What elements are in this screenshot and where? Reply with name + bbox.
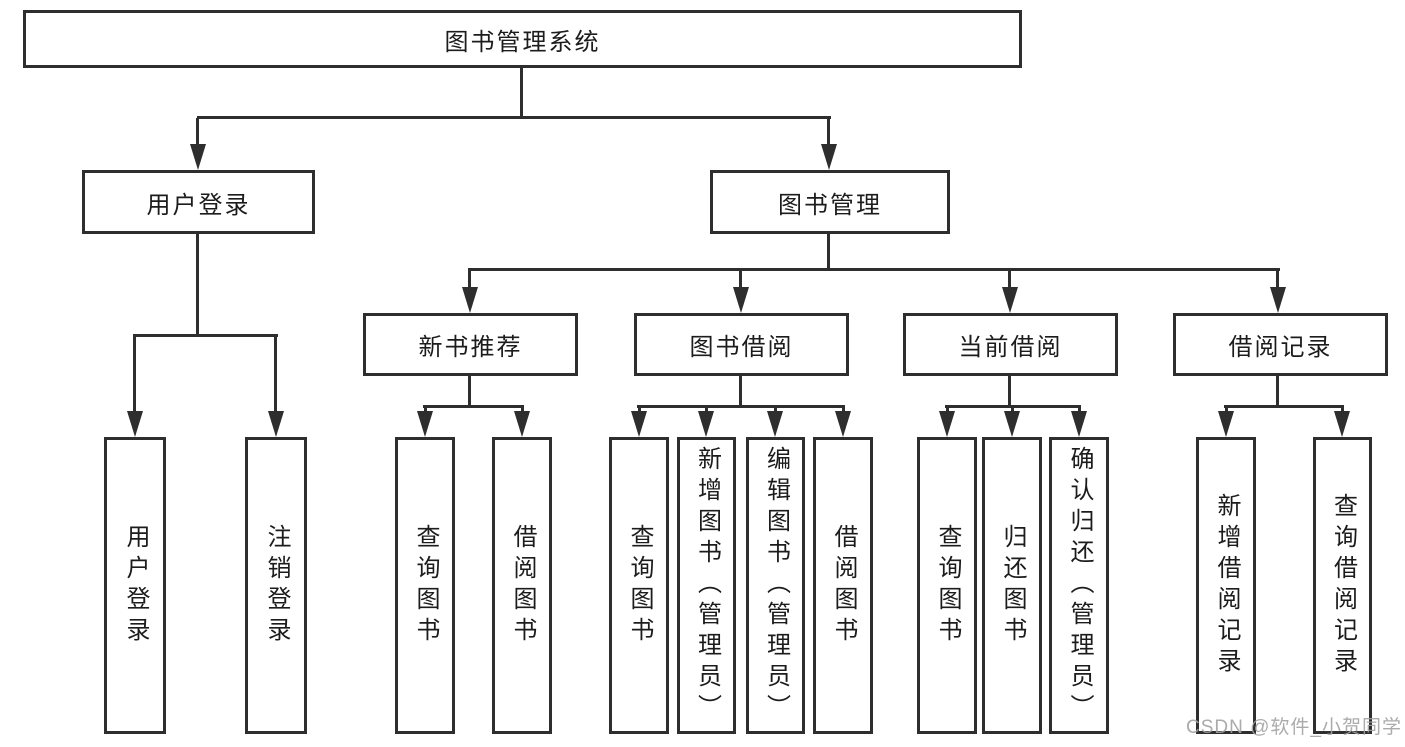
arrowhead-down-icon [514,411,530,437]
leaf-node-label: 用户登录 [122,523,149,648]
arrowhead-down-icon [1218,411,1234,437]
connector-line [739,270,742,289]
leaf-node-return-books: 归还图书 [982,437,1042,734]
connector-line [842,405,845,414]
arrowhead-down-icon [268,411,284,437]
arrowhead-down-icon [939,411,955,437]
leaf-node-label: 查询借阅记录 [1329,492,1357,679]
leaf-node-borrow-books: 借阅图书 [813,437,873,734]
connector-line [739,376,742,408]
leaf-node-label: 查询图书 [412,523,439,648]
leaf-node-query-books-current: 查询图书 [917,437,977,734]
leaf-node-label: 查询图书 [934,523,961,648]
leaf-node-label: 新增借阅记录 [1213,492,1240,679]
leaf-node-label: 注销登录 [263,523,290,648]
leaf-node-logout: 注销登录 [245,437,307,734]
leaf-node-edit-books-admin: 编辑图书（管理员） [746,437,805,734]
connector-line [1008,376,1011,408]
connector-line [1276,376,1279,408]
category-node-label: 当前借阅 [958,334,1063,361]
connector-mgmt-stub [827,234,830,270]
connector-line [468,270,471,289]
connector-line [424,405,427,414]
connector-line [1008,270,1011,289]
arrowhead-down-icon [127,411,143,437]
arrowhead-down-icon [1334,411,1350,437]
connector-line [1011,405,1014,414]
connector-line [274,336,277,413]
connector-line [133,336,136,413]
leaf-node-query-borrow-record: 查询借阅记录 [1313,437,1372,734]
arrowhead-down-icon [1071,411,1087,437]
arrowhead-down-icon [767,411,783,437]
arrowhead-down-icon [190,144,206,170]
leaf-node-user-login: 用户登录 [104,437,166,734]
branch-node-user-login: 用户登录 [82,170,315,234]
arrowhead-down-icon [1270,287,1286,313]
connector-line [1225,405,1228,414]
leaf-node-label: 归还图书 [999,523,1026,648]
csdn-watermark: CSDN @软件_小贺同学 [1186,717,1402,738]
arrowhead-down-icon [821,144,837,170]
connector-line [1276,270,1279,289]
leaf-node-add-books-admin: 新增图书（管理员） [677,437,736,734]
connector-line [1341,405,1344,414]
leaf-node-label: 新增图书（管理员） [693,446,721,725]
connector-split-recommend [423,405,523,408]
category-node-current-borrow: 当前借阅 [903,313,1118,376]
connector-line [638,405,641,414]
leaf-node-borrow-books-recommend: 借阅图书 [492,437,552,734]
arrowhead-down-icon [631,411,647,437]
leaf-node-query-books-recommend: 查询图书 [395,437,455,734]
leaf-node-label: 借阅图书 [509,523,536,648]
category-node-label: 图书借阅 [689,334,794,361]
connector-line [774,405,777,414]
arrowhead-down-icon [1004,411,1020,437]
leaf-node-label: 确认归还（管理员） [1066,446,1093,725]
leaf-node-query-books-borrow: 查询图书 [609,437,669,734]
leaf-node-add-borrow-record: 新增借阅记录 [1196,437,1256,734]
connector-split-level1 [197,116,831,119]
leaf-node-label: 查询图书 [626,523,653,648]
branch-node-label: 用户登录 [146,191,251,219]
leaf-node-label: 借阅图书 [830,523,857,648]
connector-split-login [133,334,278,337]
category-node-book-borrow: 图书借阅 [634,313,849,376]
connector-line [827,118,830,146]
branch-node-book-management: 图书管理 [710,170,950,234]
arrowhead-down-icon [417,411,433,437]
connector-split-level2 [468,268,1280,271]
connector-line [521,405,524,414]
arrowhead-down-icon [1002,287,1018,313]
arrowhead-down-icon [835,411,851,437]
category-node-new-book-recommend: 新书推荐 [363,313,578,376]
leaf-node-label: 编辑图书（管理员） [762,446,790,725]
branch-node-label: 图书管理 [778,191,882,219]
arrowhead-down-icon [698,411,714,437]
root-node-label: 图书管理系统 [444,28,601,56]
category-node-label: 借阅记录 [1228,334,1333,361]
connector-line [468,376,471,408]
leaf-node-confirm-return-admin: 确认归还（管理员） [1049,437,1109,734]
arrowhead-down-icon [733,287,749,313]
arrowhead-down-icon [462,287,478,313]
connector-split-borrow [637,405,845,408]
category-node-label: 新书推荐 [418,334,523,361]
category-node-borrow-records: 借阅记录 [1173,313,1388,376]
connector-line [705,405,708,414]
connector-line [1078,405,1081,414]
connector-split-records [1224,405,1344,408]
root-node-library-management-system: 图书管理系统 [23,10,1022,68]
connector-root-trunk [520,68,523,117]
connector-login-stub [196,234,199,336]
connector-line [946,405,949,414]
connector-line [196,118,199,146]
